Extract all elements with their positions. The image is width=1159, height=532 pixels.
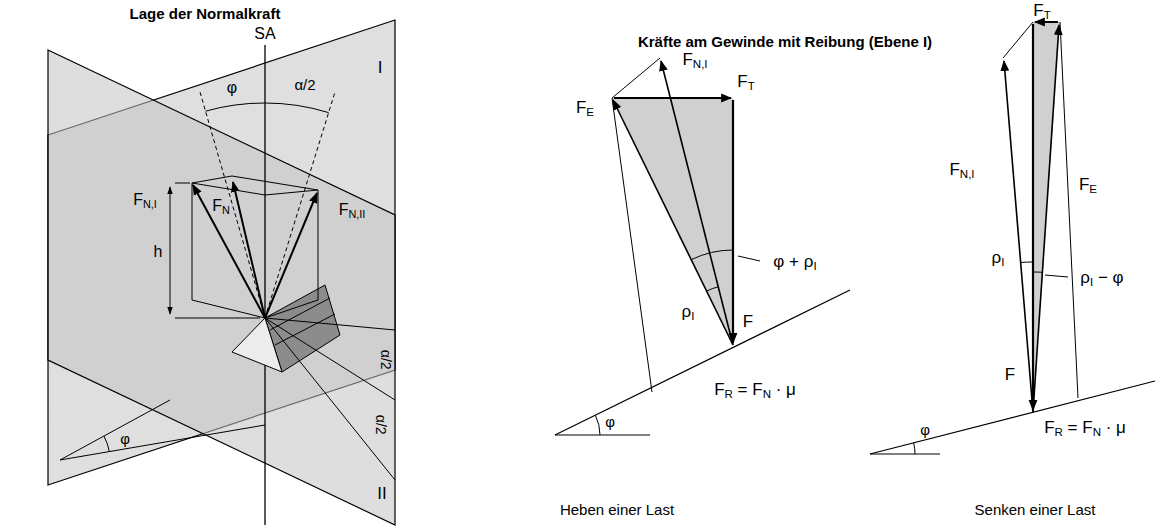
angle-label: α/2 bbox=[377, 350, 392, 370]
angle-label: φ bbox=[227, 79, 237, 97]
angle-label: ρI − φ bbox=[1080, 269, 1123, 288]
force-label: FN bbox=[212, 197, 230, 215]
figure-heading: Lage der Normalkraft bbox=[130, 6, 281, 23]
force-label: FT bbox=[737, 73, 754, 92]
dimension-label: h bbox=[154, 243, 163, 261]
angle-label: φ + ρI bbox=[773, 253, 816, 272]
figure-heading: Kräfte am Gewinde mit Reibung (Ebene I) bbox=[638, 34, 932, 51]
angle-label: φ bbox=[605, 414, 615, 431]
angle-label: α/2 bbox=[294, 77, 315, 94]
force-label: FN,I bbox=[133, 191, 157, 209]
prism-drawing bbox=[60, 92, 395, 480]
friction-label: FR = FN · μ bbox=[1044, 419, 1126, 438]
force-label: FE bbox=[1079, 176, 1097, 195]
plane-label: I bbox=[378, 59, 383, 78]
force-label: FN,I bbox=[682, 51, 707, 70]
force-label: FN,II bbox=[339, 201, 366, 219]
angle-label: φ bbox=[920, 422, 930, 439]
figure-caption: Heben einer Last bbox=[560, 502, 674, 519]
plane-drawing bbox=[48, 20, 395, 525]
force-label: F bbox=[1005, 366, 1015, 385]
plane-label: II bbox=[377, 485, 386, 504]
lifting-force-diagram bbox=[555, 58, 850, 435]
angle-label: α/2 bbox=[372, 415, 387, 435]
angle-label: ρI bbox=[992, 249, 1005, 268]
force-label: F bbox=[743, 313, 753, 332]
angle-label: ρI bbox=[682, 303, 695, 322]
force-label: FT bbox=[1033, 2, 1050, 21]
force-label: FN,I bbox=[949, 161, 974, 180]
force-label: FE bbox=[576, 99, 594, 118]
figure-caption: Senken einer Last bbox=[975, 502, 1096, 519]
force-arrows bbox=[193, 182, 317, 318]
friction-label: FR = FN · μ bbox=[714, 381, 796, 400]
lowering-force-diagram bbox=[870, 22, 1155, 454]
axis-label: SA bbox=[254, 25, 275, 43]
angle-label: φ bbox=[120, 431, 130, 448]
